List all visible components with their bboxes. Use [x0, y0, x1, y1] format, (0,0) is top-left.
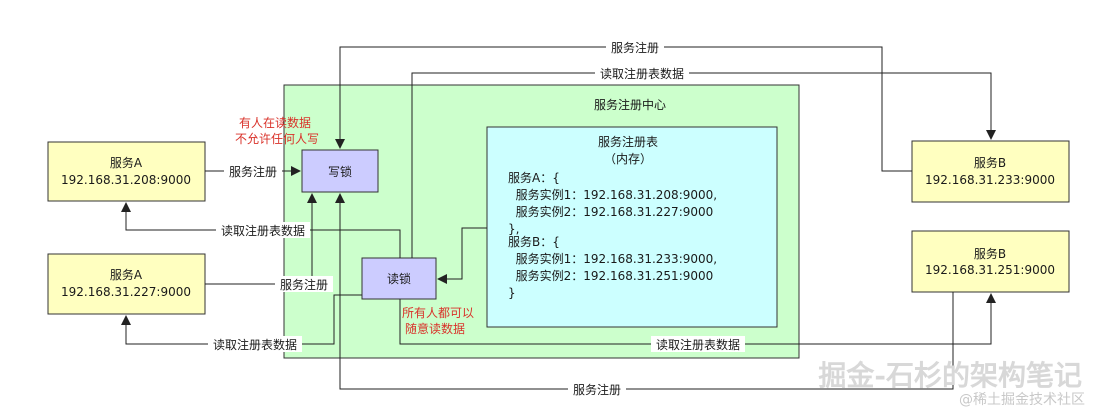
service-b2-box: [911, 230, 1070, 293]
service-a2-name: 服务A: [110, 267, 143, 282]
note-write-lock-line1: 有人在读数据: [239, 115, 311, 130]
service-a1-addr: 192.168.31.208:9000: [61, 173, 191, 187]
watermark-sub: @稀土掘金技术社区: [959, 392, 1085, 408]
label-b1-register: 服务注册: [611, 40, 659, 55]
note-write-lock-line2: 不允许任何人写: [235, 131, 319, 146]
registry-table-line: 服务实例2：192.168.31.251:9000: [508, 268, 713, 283]
service-a2-box: [47, 253, 206, 315]
note-read-lock-line1: 所有人都可以: [402, 306, 474, 320]
arrow-read-to-a2: [121, 294, 362, 345]
registry-table-subtitle: （内存）: [604, 152, 652, 166]
read-lock-label: 读锁: [387, 271, 411, 286]
arrow-table-to-read-lock: [437, 227, 487, 284]
label-b2-register: 服务注册: [573, 382, 621, 397]
arrow-b2-register-bottom: [335, 193, 954, 390]
service-b1-box: [911, 140, 1070, 203]
registry-table-line: }: [508, 286, 516, 300]
registry-table-line: 服务B：{: [508, 234, 560, 249]
registry-center-title: 服务注册中心: [594, 97, 666, 112]
label-read-to-b1: 读取注册表数据: [600, 66, 684, 81]
write-lock-label: 写锁: [328, 164, 352, 179]
registry-table-line: 服务A：{: [508, 170, 560, 185]
service-b2-addr: 192.168.31.251:9000: [925, 263, 1055, 277]
label-read-to-a1: 读取注册表数据: [221, 223, 305, 238]
registry-table-line: },: [508, 222, 519, 236]
service-b1-addr: 192.168.31.233:9000: [925, 173, 1055, 187]
read-lock-box: [361, 257, 437, 300]
write-lock-box: [301, 149, 379, 193]
registry-table-line: 服务实例2：192.168.31.227:9000: [508, 204, 713, 219]
note-read-lock-line2: 随意读数据: [405, 321, 465, 336]
service-b2-name: 服务B: [974, 246, 1006, 261]
label-a2-register: 服务注册: [280, 277, 328, 292]
arrow-read-to-b1: [411, 72, 996, 258]
label-read-to-a2: 读取注册表数据: [213, 337, 297, 352]
registry-table-line: 服务实例1：192.168.31.233:9000,: [508, 251, 717, 266]
service-a2-addr: 192.168.31.227:9000: [61, 285, 191, 299]
service-b1-name: 服务B: [974, 155, 1006, 170]
registry-table-line: 服务实例1：192.168.31.208:9000,: [508, 187, 717, 202]
arrow-b1-register-top: [335, 46, 912, 172]
label-read-to-b2: 读取注册表数据: [656, 337, 740, 352]
watermark-main: 掘金-石杉的架构笔记: [818, 359, 1082, 392]
label-a1-register: 服务注册: [229, 164, 277, 179]
registry-table-box: [486, 126, 778, 328]
service-a1-name: 服务A: [110, 155, 143, 170]
registry-table-title: 服务注册表: [598, 134, 658, 149]
service-a1-box: [47, 141, 206, 202]
